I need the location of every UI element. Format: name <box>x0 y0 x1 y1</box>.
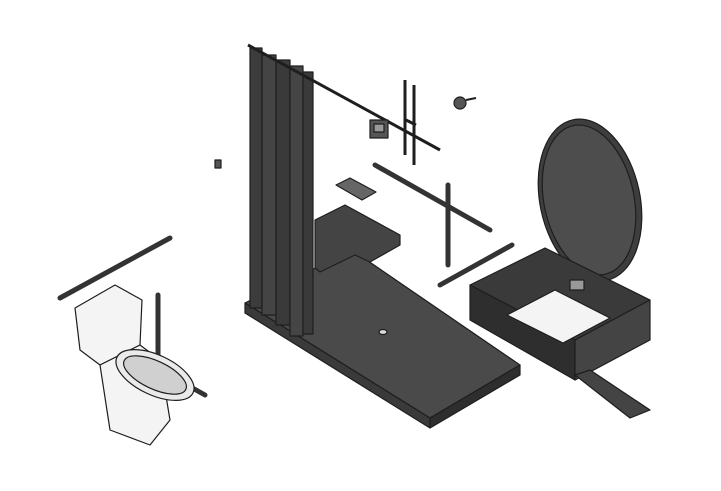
hook-icon <box>214 159 222 169</box>
shower-bench <box>314 204 401 273</box>
toilet <box>74 284 195 446</box>
shower-head <box>453 96 477 110</box>
vanity-sink <box>469 247 651 419</box>
thermostat-valve <box>369 119 389 139</box>
soap-dish <box>335 177 377 201</box>
shower-slide-bar <box>403 80 417 165</box>
shower-curtain <box>247 43 441 337</box>
